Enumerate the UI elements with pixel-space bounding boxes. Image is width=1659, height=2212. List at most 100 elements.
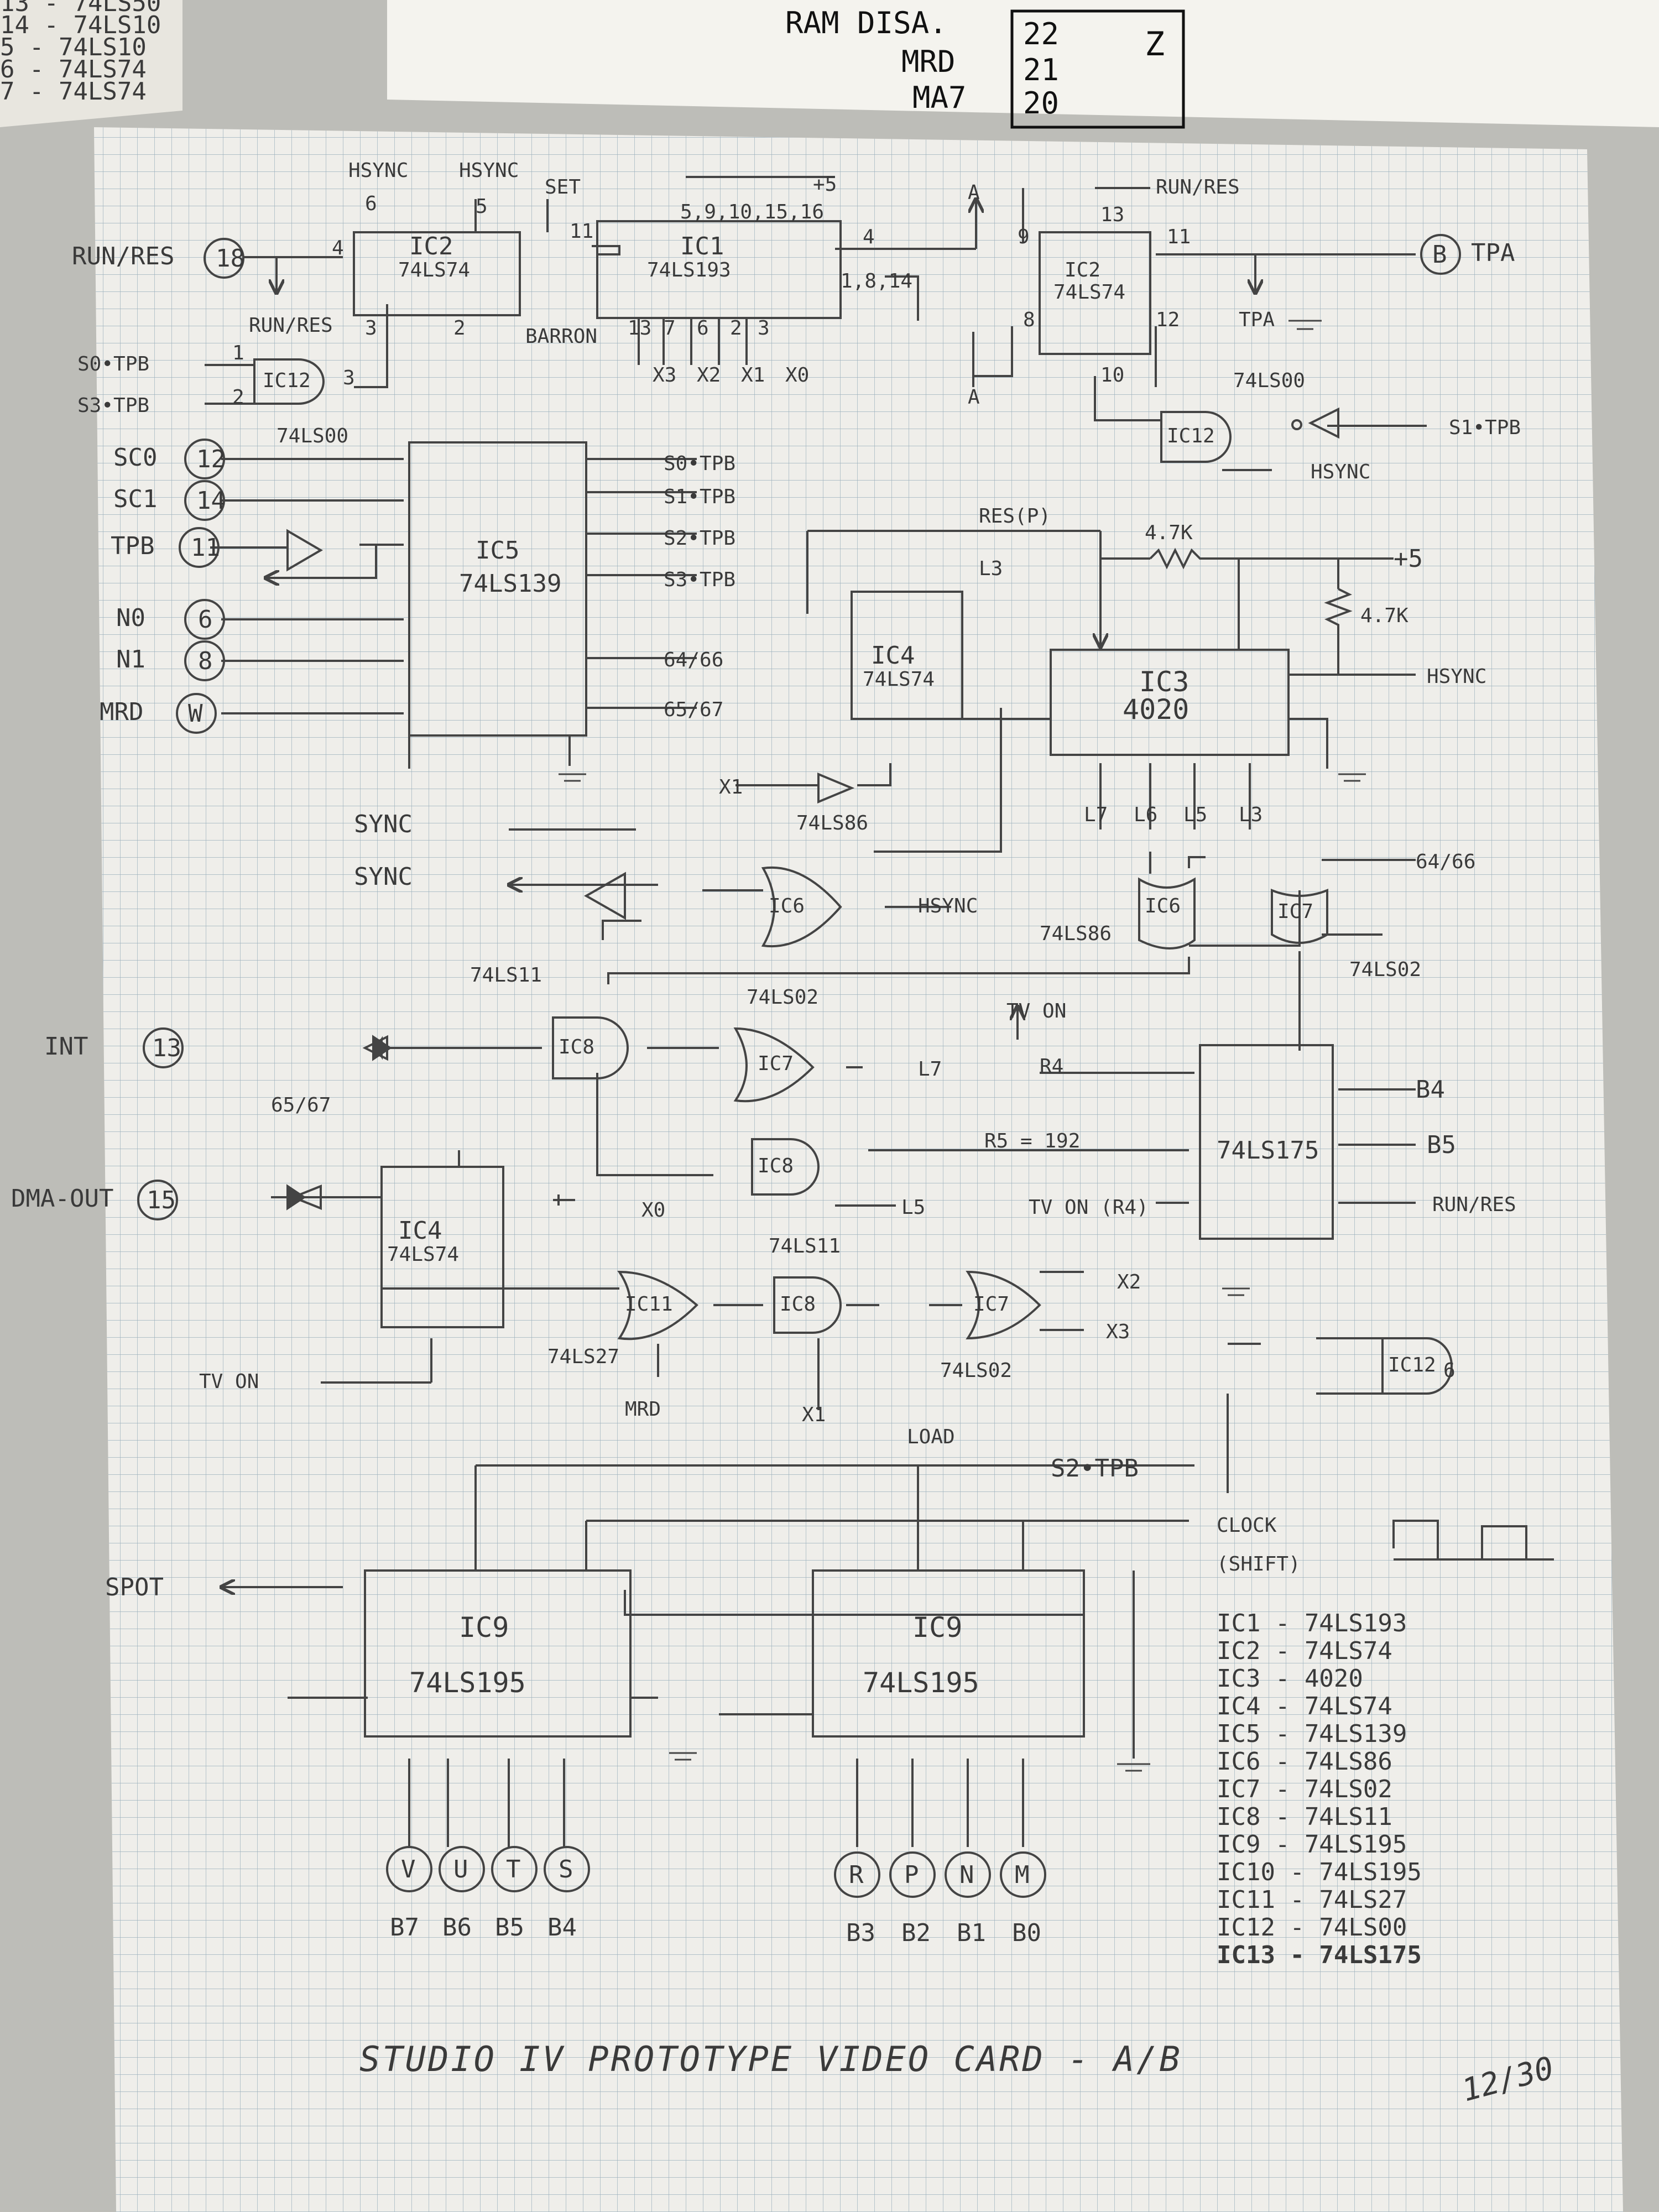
top-sheet-pin: 20 xyxy=(1023,86,1059,121)
connector-n0-label: N0 xyxy=(116,604,145,632)
gate-ic7-c xyxy=(966,1270,1041,1340)
signal-l3: L3 xyxy=(979,557,1003,580)
gate-ic7-a xyxy=(1271,889,1328,944)
pin-number: 6 xyxy=(697,317,709,340)
signal-barron: BARRON xyxy=(525,325,597,348)
bit-labels: V U T S R P N M B7 B6 B5 B4 B3 B2 B1 B0 xyxy=(390,1855,1041,1947)
pin-number: 2 xyxy=(232,386,244,409)
pin-number: 3 xyxy=(365,317,377,340)
signal-x1-c: X1 xyxy=(802,1404,826,1426)
gate-ic6-b xyxy=(1138,877,1196,950)
gate-type: 74LS11 xyxy=(769,1235,841,1258)
gate-name: IC12 xyxy=(1167,425,1215,447)
pin-number: 10 xyxy=(1100,364,1124,387)
signal-a-bar: A xyxy=(968,386,980,409)
chip-type: 74LS74 xyxy=(863,668,935,691)
connector-n1-label: N1 xyxy=(116,645,145,674)
inverter-tpb xyxy=(286,529,323,572)
left-sheet-line: 14 - 74LS10 xyxy=(0,11,161,39)
signal-s2tpb-in: S2•TPB xyxy=(1051,1454,1139,1483)
bit-letter: V xyxy=(401,1855,416,1884)
gate-name: IC8 xyxy=(758,1155,794,1177)
connector-circles xyxy=(137,234,1461,1220)
chip-type: 74LS195 xyxy=(409,1667,526,1699)
top-sheet-box xyxy=(1010,9,1185,129)
chip-ic2-a xyxy=(353,231,521,316)
gate-type: 74LS02 xyxy=(940,1359,1012,1382)
signal-load: LOAD xyxy=(907,1426,955,1448)
chip-ic2-b xyxy=(1039,231,1151,355)
signal-s1tpb-out: S1•TPB xyxy=(664,486,735,508)
gate-type: 74LS00 xyxy=(1233,369,1305,392)
chip-ic4-b xyxy=(380,1166,504,1328)
top-sheet-pin: 21 xyxy=(1023,53,1059,87)
gate-ic12-c xyxy=(1381,1337,1453,1395)
chip-name: IC5 xyxy=(476,536,519,565)
bit-letter: S xyxy=(559,1855,573,1884)
chip-ic3 xyxy=(1050,649,1290,756)
signal-tv-on-in: TV ON xyxy=(199,1370,259,1393)
signal-l3-b: L3 xyxy=(1239,804,1262,826)
connector-tpb-label: TPB xyxy=(111,532,154,560)
left-sheet-line: 5 - 74LS10 xyxy=(0,33,147,61)
signal-r47a: 4.7K xyxy=(1145,521,1193,544)
gate-ic6-a xyxy=(761,866,842,948)
signal-r4: R4 xyxy=(1040,1055,1063,1078)
signal-b5: B5 xyxy=(1427,1131,1456,1159)
connector-num: 6 xyxy=(198,606,213,634)
bit-letter: N xyxy=(959,1861,974,1889)
signal-s3tpb-out: S3•TPB xyxy=(664,568,735,591)
bit-name: B5 xyxy=(495,1913,524,1942)
top-sheet-pin: 22 xyxy=(1023,17,1059,51)
signal-g6: 6 xyxy=(1443,1359,1455,1382)
chip-ic9-b xyxy=(812,1569,1085,1738)
chip-type: 74LS74 xyxy=(387,1243,459,1266)
signal-b4: B4 xyxy=(1416,1076,1445,1104)
signal-s3tpb: S3•TPB xyxy=(77,394,149,417)
chip-type: 74LS195 xyxy=(863,1667,979,1699)
signal-hsync-e: HSYNC xyxy=(918,895,978,917)
pin-number: 2 xyxy=(453,317,466,340)
bit-letter: T xyxy=(506,1855,521,1884)
pin-number: 1,8,14 xyxy=(841,270,912,293)
pin-number: 4 xyxy=(863,226,875,248)
left-sheet-line: 7 - 74LS74 xyxy=(0,77,147,106)
parts-list-item: IC4 - 74LS74 xyxy=(1217,1692,1392,1720)
signal-l5: L5 xyxy=(1183,804,1207,826)
inverter-s1tpb xyxy=(1308,407,1339,439)
chip-name: IC2 xyxy=(1065,259,1100,281)
signal-labels: HSYNC HSYNC SET +5 A A RUN/RES RUN/RES T… xyxy=(77,159,1521,1601)
bit-circles xyxy=(386,1846,1046,1898)
signal-hsync-d: HSYNC xyxy=(1427,665,1486,688)
parts-list-item: IC12 - 74LS00 xyxy=(1217,1913,1407,1942)
chip-name: IC1 xyxy=(680,232,724,260)
pin-number: 4 xyxy=(332,237,344,259)
chip-type: 74LS139 xyxy=(459,570,561,598)
connector-sc0-label: SC0 xyxy=(113,444,157,472)
gate-type: 74LS86 xyxy=(796,812,868,834)
connector-num: 8 xyxy=(198,647,213,675)
pin-number: 3 xyxy=(758,317,770,340)
signal-hsync-c: HSYNC xyxy=(1311,461,1370,483)
signal-s1tpb-in: S1•TPB xyxy=(1449,416,1521,439)
top-sheet-label: MA7 xyxy=(912,80,967,115)
signal-64-66: 64/66 xyxy=(664,649,723,671)
signal-a: A xyxy=(968,181,980,204)
gate-ic11 xyxy=(617,1270,698,1340)
signal-65-67-in: 65/67 xyxy=(271,1094,331,1117)
connector-run-res-label: RUN/RES xyxy=(72,242,174,270)
parts-list-item: IC6 - 74LS86 xyxy=(1217,1747,1392,1776)
signal-plus5-b: +5 xyxy=(1394,545,1423,573)
gate-ic12-a xyxy=(253,358,325,405)
pin-numbers: 6 5 4 3 2 11 5,9,10,15,16 4 1,8,14 13 7 … xyxy=(232,192,1191,409)
signal-run-res: RUN/RES xyxy=(1156,176,1240,199)
signal-tvon: TV ON xyxy=(1006,1000,1066,1022)
signal-r5: R5 = 192 xyxy=(984,1130,1080,1152)
parts-list-item: IC3 - 4020 xyxy=(1217,1665,1363,1693)
top-background-sheet: RAM DISA. 22 Z MRD 21 MA7 20 xyxy=(387,0,1659,129)
gate-name: IC11 xyxy=(625,1293,673,1316)
buffer-sync xyxy=(583,872,626,920)
chip-labels: IC2 74LS74 IC1 74LS193 IC2 74LS74 IC5 74… xyxy=(387,232,1319,1699)
chip-ic1 xyxy=(596,220,842,319)
